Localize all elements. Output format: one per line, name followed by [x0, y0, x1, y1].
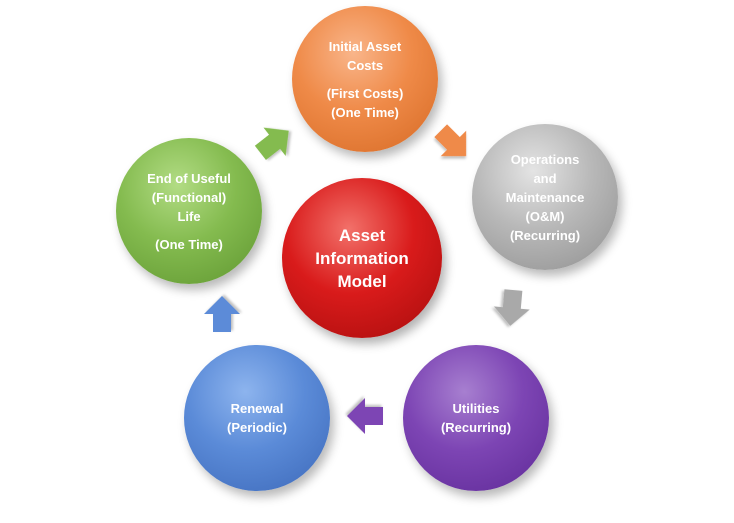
- node-label: Initial Asset: [328, 38, 402, 54]
- arrow-om-to-util-shape: [493, 289, 530, 326]
- arrow-om-to-util: [493, 289, 530, 326]
- node-label: (Periodic): [227, 420, 287, 435]
- node-label: End of Useful: [147, 170, 231, 186]
- node-label: and: [533, 170, 557, 186]
- center-label: Model: [337, 271, 387, 291]
- node-end-of-useful-life: End of Useful (Functional) Life (One Tim…: [116, 138, 262, 284]
- node-label: Maintenance: [505, 189, 585, 205]
- arrow-renew-to-eol: [204, 296, 240, 332]
- node-renewal: Renewal (Periodic): [184, 345, 330, 491]
- arrow-eol-to-initial-shape: [254, 127, 289, 160]
- node-sublabel: (First Costs): [326, 85, 404, 101]
- node-label: (Functional): [151, 189, 227, 205]
- arrow-util-to-renew-shape: [347, 398, 383, 434]
- arrow-eol-to-initial: [254, 127, 289, 160]
- center-label: Information: [315, 248, 409, 268]
- node-utilities: Utilities (Recurring): [403, 345, 549, 491]
- node-initial-asset-costs: Initial Asset Costs (First Costs) (One T…: [292, 6, 438, 152]
- arrow-renew-to-eol-shape: [204, 296, 240, 332]
- node-label: (Recurring): [440, 420, 512, 435]
- node-label: Life: [177, 208, 201, 224]
- node-label: (O&M): [525, 208, 565, 224]
- node-operations-maintenance: Operations and Maintenance (O&M) (Recurr…: [472, 124, 618, 270]
- arrow-initial-to-om-shape: [434, 124, 467, 157]
- center-label: Asset: [338, 225, 386, 245]
- node-label: Utilities: [452, 401, 500, 416]
- node-label: (Recurring): [509, 227, 581, 243]
- arrow-util-to-renew: [347, 398, 383, 434]
- node-label: Renewal: [230, 401, 284, 416]
- arrow-initial-to-om: [434, 124, 467, 157]
- node-label: Costs: [346, 57, 384, 73]
- node-asset-information-model: Asset Information Model: [282, 178, 442, 338]
- node-sublabel: (One Time): [155, 236, 223, 252]
- node-sublabel: (One Time): [331, 104, 399, 120]
- node-label: Operations: [510, 151, 580, 167]
